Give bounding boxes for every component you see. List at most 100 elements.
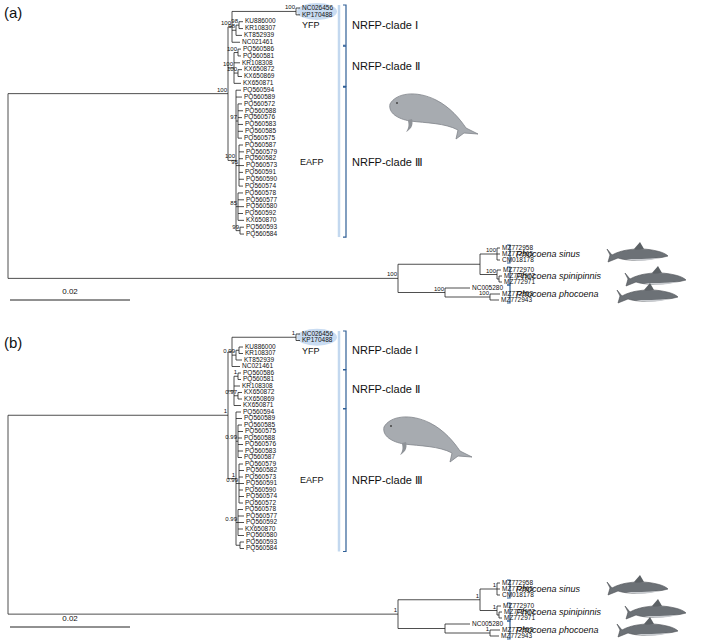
support-value: 1 (486, 626, 489, 632)
support-value: 0.99 (225, 516, 237, 522)
tree-branch (296, 334, 300, 335)
tree-branch (236, 360, 242, 361)
taxon-label: NC021461 (242, 39, 273, 46)
porpoise-illustration (617, 617, 678, 637)
clade-bracket (343, 331, 346, 370)
tree-branch (499, 282, 502, 283)
support-value: 1 (394, 607, 397, 613)
tree-branch (238, 117, 242, 118)
tree-branch (232, 30, 236, 31)
tree-branch (239, 470, 244, 471)
clade-label: NRFP-clade Ⅲ (352, 157, 423, 168)
tree-branch (234, 405, 241, 406)
tree-branch (234, 62, 240, 63)
tree-branch (239, 158, 243, 159)
taxon-label: KX650872 (244, 66, 274, 73)
tree-branch (296, 8, 300, 9)
tree-branch (232, 355, 236, 356)
clade-bracket (343, 5, 346, 45)
tree-branch (497, 583, 500, 584)
tree-branch (497, 270, 501, 271)
tree-branch (239, 151, 244, 152)
tree-branch (240, 227, 244, 228)
tree-branch (499, 276, 502, 277)
tree-branch (238, 457, 242, 458)
tree-branch (8, 278, 398, 279)
species-label: Phocoena phocoena (516, 626, 599, 635)
tree-branch (239, 496, 244, 497)
taxon-label: PQ560572 (244, 101, 275, 108)
tree-branch (238, 373, 241, 374)
taxon-label: PQ560573 (246, 162, 277, 169)
tree-branch (239, 347, 243, 348)
taxon-label: KP170488 (302, 12, 332, 19)
support-value: 97 (230, 114, 237, 120)
tree-branch (240, 548, 244, 549)
tree-branch (490, 636, 499, 637)
taxon-label: PQ560586 (243, 46, 274, 53)
support-value: 100 (479, 290, 489, 296)
tree-branch (236, 230, 240, 231)
tree-branch (239, 477, 243, 478)
taxon-label: KR108308 (242, 60, 273, 67)
support-value: 0.99 (225, 434, 237, 440)
tree-branch (236, 165, 239, 166)
tree-branch (240, 542, 244, 543)
taxon-label: KR108307 (245, 25, 276, 32)
tree-branch (234, 73, 238, 74)
clade-label: NRFP-clade Ⅱ (352, 61, 420, 72)
tree-branch (236, 412, 241, 413)
clade-bracket (343, 370, 346, 409)
support-value: 1 (292, 330, 295, 336)
tree-branch (232, 337, 296, 338)
taxon-label: KX650869 (244, 73, 274, 80)
tree-branch (499, 618, 502, 619)
tree-branch (497, 279, 499, 280)
support-value: 100 (387, 271, 397, 277)
tree-branch (238, 76, 242, 77)
clade-label: NRFP-clade Ⅰ (352, 20, 418, 31)
clade-bracket (343, 87, 346, 237)
tree-branch (238, 206, 244, 207)
tree-branch (234, 83, 241, 84)
support-value: 0.99 (226, 477, 238, 483)
tree-branch (238, 522, 244, 523)
tree-branch (238, 199, 244, 200)
tree-branch (236, 90, 241, 91)
taxon-label: PQ560577 (246, 197, 277, 204)
tree-branch (236, 35, 242, 36)
tree-branch (234, 376, 238, 377)
taxon-label: PQ560576 (244, 114, 275, 121)
porpoise-illustration (607, 242, 668, 262)
support-value: 100 (227, 46, 237, 52)
taxon-label: PQ560575 (244, 135, 275, 142)
tree-branch (497, 248, 500, 249)
tree-branch (296, 14, 300, 15)
taxon-label: PQ560593 (246, 224, 277, 231)
porpoise-illustration (625, 266, 686, 286)
tree-branch (238, 529, 243, 530)
taxon-label: PQ560592 (245, 210, 276, 217)
tree-branch (490, 630, 500, 631)
tree-branch (238, 399, 242, 400)
species-label: Phocoena sinus (516, 585, 580, 594)
tree-branch (497, 615, 499, 616)
tree-branches (8, 3, 510, 639)
support-value: 1 (493, 582, 496, 588)
tree-branch (239, 464, 243, 465)
tree-branch (8, 415, 9, 614)
species-label: Phocoena phocoena (516, 290, 599, 299)
species-label: Phocoena spinipinnis (516, 608, 601, 617)
scale-bar (10, 300, 130, 301)
support-value: 85 (230, 200, 237, 206)
tree-branch (236, 483, 239, 484)
support-value: 99 (232, 224, 239, 230)
tree-branch (497, 254, 500, 255)
tree-branch (240, 234, 244, 235)
tree-branch (497, 595, 500, 596)
tree-branch (238, 220, 244, 221)
support-value: 100 (217, 87, 227, 93)
support-value: 100 (223, 61, 233, 67)
clade-label: NRFP-clade Ⅰ (352, 345, 418, 356)
